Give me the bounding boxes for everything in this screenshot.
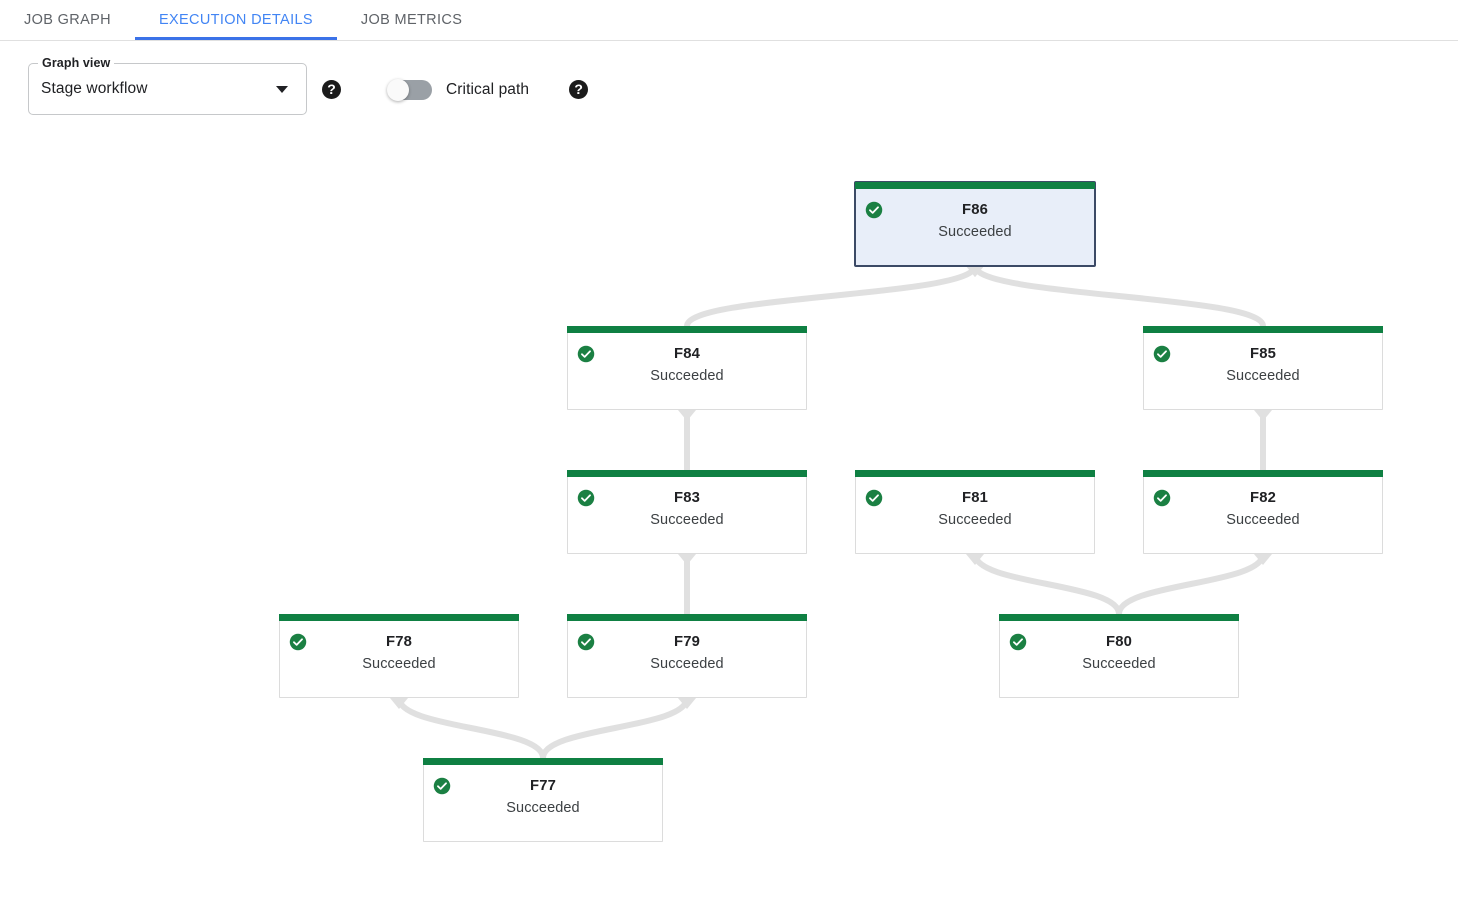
graph-view-help-icon[interactable]: ? xyxy=(322,80,341,99)
graph-view-value: Stage workflow xyxy=(41,80,148,97)
stage-status-bar xyxy=(567,326,807,333)
graph-edge xyxy=(972,553,1122,615)
graph-edge-tail xyxy=(678,698,696,709)
critical-path-help-icon[interactable]: ? xyxy=(569,80,589,99)
check-circle-icon xyxy=(577,633,595,651)
stage-node-title: F84 xyxy=(674,346,700,362)
stage-node-title: F78 xyxy=(386,634,412,650)
stage-node-title: F81 xyxy=(962,490,988,506)
graph-edge-tail xyxy=(1254,410,1272,421)
critical-path-label: Critical path xyxy=(446,80,530,98)
check-circle-icon xyxy=(865,201,883,219)
check-circle-icon xyxy=(1153,345,1171,363)
graph-edge xyxy=(1116,553,1266,615)
tab-job-metrics[interactable]: JOB METRICS xyxy=(360,12,463,28)
graph-edge-tail xyxy=(678,410,696,421)
stage-node-status: Succeeded xyxy=(938,512,1012,528)
tab-job-graph[interactable]: JOB GRAPH xyxy=(24,12,111,28)
stage-status-bar xyxy=(1143,326,1383,333)
stage-status-bar xyxy=(567,470,807,477)
graph-edge xyxy=(396,697,546,759)
stage-node-status: Succeeded xyxy=(1082,656,1156,672)
stage-status-bar xyxy=(567,614,807,621)
stage-node-status: Succeeded xyxy=(1226,512,1300,528)
stage-status-bar xyxy=(423,758,663,765)
graph-edge-tail xyxy=(966,554,984,565)
stage-status-bar xyxy=(279,614,519,621)
check-circle-icon xyxy=(1153,489,1171,507)
tab-execution-details[interactable]: EXECUTION DETAILS xyxy=(134,0,337,40)
graph-edge xyxy=(540,697,690,759)
graph-view-select[interactable]: Graph view Stage workflow xyxy=(28,56,307,115)
stage-node-status: Succeeded xyxy=(938,224,1012,240)
stage-node-status: Succeeded xyxy=(362,656,436,672)
tab-list: JOB GRAPH EXECUTION DETAILS JOB METRICS xyxy=(0,0,1458,40)
stage-status-bar xyxy=(999,614,1239,621)
chevron-down-icon[interactable] xyxy=(276,85,288,93)
check-circle-icon xyxy=(433,777,451,795)
stage-node-title: F77 xyxy=(530,778,556,794)
check-circle-icon xyxy=(577,489,595,507)
check-circle-icon xyxy=(1009,633,1027,651)
graph-edge-tail xyxy=(390,698,408,709)
graph-edge xyxy=(972,264,1266,328)
stage-status-bar xyxy=(855,470,1095,477)
critical-path-control: Critical path ? xyxy=(387,78,589,101)
graph-view-legend: Graph view xyxy=(38,56,115,70)
graph-edge-tail xyxy=(966,266,984,277)
check-circle-icon xyxy=(289,633,307,651)
graph-edge-tail xyxy=(1254,554,1272,565)
stage-node-title: F85 xyxy=(1250,346,1276,362)
stage-node-title: F82 xyxy=(1250,490,1276,506)
critical-path-toggle[interactable] xyxy=(387,78,432,101)
graph-toolbar: Graph view Stage workflow ? Critical pat… xyxy=(0,41,1458,129)
graph-edge-tail xyxy=(966,266,984,277)
graph-edge xyxy=(684,264,978,328)
stage-node-status: Succeeded xyxy=(650,512,724,528)
stage-status-bar xyxy=(855,182,1095,189)
stage-node-title: F86 xyxy=(962,202,988,218)
stage-node-status: Succeeded xyxy=(506,800,580,816)
tab-bar: JOB GRAPH EXECUTION DETAILS JOB METRICS xyxy=(0,0,1458,41)
stage-node-status: Succeeded xyxy=(1226,368,1300,384)
stage-node-status: Succeeded xyxy=(650,656,724,672)
stage-node-status: Succeeded xyxy=(650,368,724,384)
stage-node-title: F80 xyxy=(1106,634,1132,650)
graph-edge-tail xyxy=(678,554,696,565)
check-circle-icon xyxy=(865,489,883,507)
check-circle-icon xyxy=(577,345,595,363)
toggle-thumb xyxy=(387,78,409,101)
stage-status-bar xyxy=(1143,470,1383,477)
stage-node-title: F83 xyxy=(674,490,700,506)
stage-node-title: F79 xyxy=(674,634,700,650)
